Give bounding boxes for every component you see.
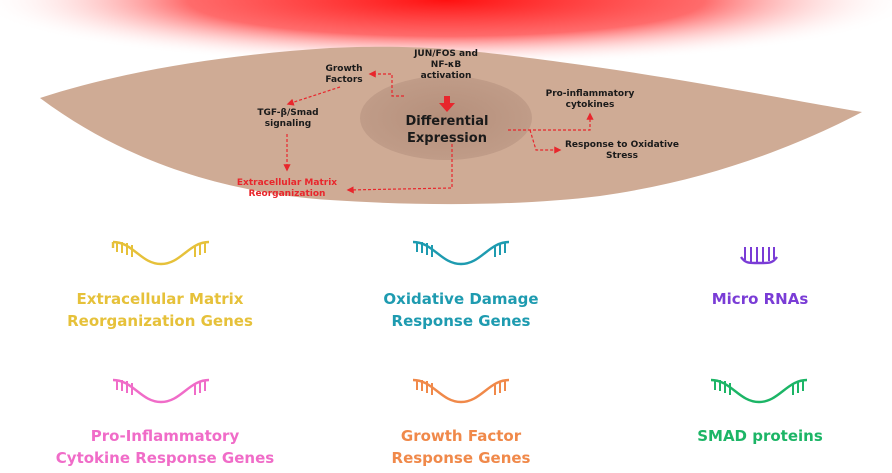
gene-label-micro: Micro RNAs	[680, 288, 840, 310]
growth-rna-icon	[412, 378, 510, 404]
gene-micro-line1: Micro RNAs	[711, 290, 809, 308]
gene-smad-line1: SMAD proteins	[697, 427, 823, 445]
tgf-line2: signaling	[264, 119, 312, 129]
activation-label: JUN/FOS and NF-κB activation	[398, 49, 494, 82]
differential-expression-label: Differential Expression	[392, 113, 502, 147]
gene-growth-line1: Growth Factor	[400, 427, 522, 445]
gene-label-cytokine: Pro-Inflammatory Cytokine Response Genes	[40, 425, 290, 469]
oxidative-line1: Response to Oxidative	[564, 140, 680, 150]
proinflam-line2: cytokines	[565, 100, 615, 110]
gene-growth-line2: Response Genes	[391, 449, 531, 467]
growth-factors-line1: Growth	[325, 64, 363, 74]
gene-label-oxidative: Oxidative Damage Response Genes	[346, 288, 576, 332]
gene-cytokine-line1: Pro-Inflammatory	[90, 427, 240, 445]
diffexp-line2: Expression	[407, 131, 487, 146]
arrow-to-growth-factors	[368, 70, 404, 97]
activation-line1: JUN/FOS and	[414, 49, 478, 59]
gene-cytokine-line2: Cytokine Response Genes	[55, 449, 275, 467]
smad-rna-icon	[710, 378, 808, 404]
oxidative-rna-icon	[412, 240, 510, 266]
diffexp-line1: Differential	[405, 114, 489, 129]
activation-line2: NF-κB	[430, 60, 462, 70]
tgf-label: TGF-β/Smad signaling	[248, 108, 328, 130]
ecm-line1: Extracellular Matrix	[236, 178, 338, 188]
oxidative-line2: Stress	[605, 151, 639, 161]
gene-oxidative-line2: Response Genes	[391, 312, 531, 330]
proinflam-line1: Pro-inflammatory	[545, 89, 635, 99]
growth-factors-line2: Factors	[325, 75, 363, 85]
gene-label-ecm: Extracellular Matrix Reorganization Gene…	[40, 288, 280, 332]
arrow-to-tgf	[286, 86, 341, 106]
activation-line3: activation	[420, 71, 472, 81]
gene-ecm-line1: Extracellular Matrix	[76, 290, 244, 308]
ecm-reorganization-label: Extracellular Matrix Reorganization	[228, 178, 346, 200]
gene-ecm-line2: Reorganization Genes	[67, 312, 253, 330]
arrow-to-proinflammatory	[508, 112, 594, 131]
ecm-line2: Reorganization	[248, 189, 326, 199]
gene-label-smad: SMAD proteins	[660, 425, 860, 447]
activation-arrow-icon	[439, 96, 455, 112]
micro-rna-icon	[740, 247, 778, 265]
growth-factors-label: Growth Factors	[322, 64, 366, 86]
oxidative-stress-label: Response to Oxidative Stress	[560, 140, 684, 162]
arrow-to-oxidative	[529, 129, 562, 154]
tgf-line1: TGF-β/Smad	[257, 108, 319, 118]
gene-oxidative-line1: Oxidative Damage	[383, 290, 539, 308]
gene-label-growth: Growth Factor Response Genes	[346, 425, 576, 469]
cytokine-rna-icon	[112, 378, 210, 404]
ecm-rna-icon	[111, 240, 210, 266]
nucleus	[360, 76, 532, 160]
proinflammatory-label: Pro-inflammatory cytokines	[540, 89, 640, 111]
